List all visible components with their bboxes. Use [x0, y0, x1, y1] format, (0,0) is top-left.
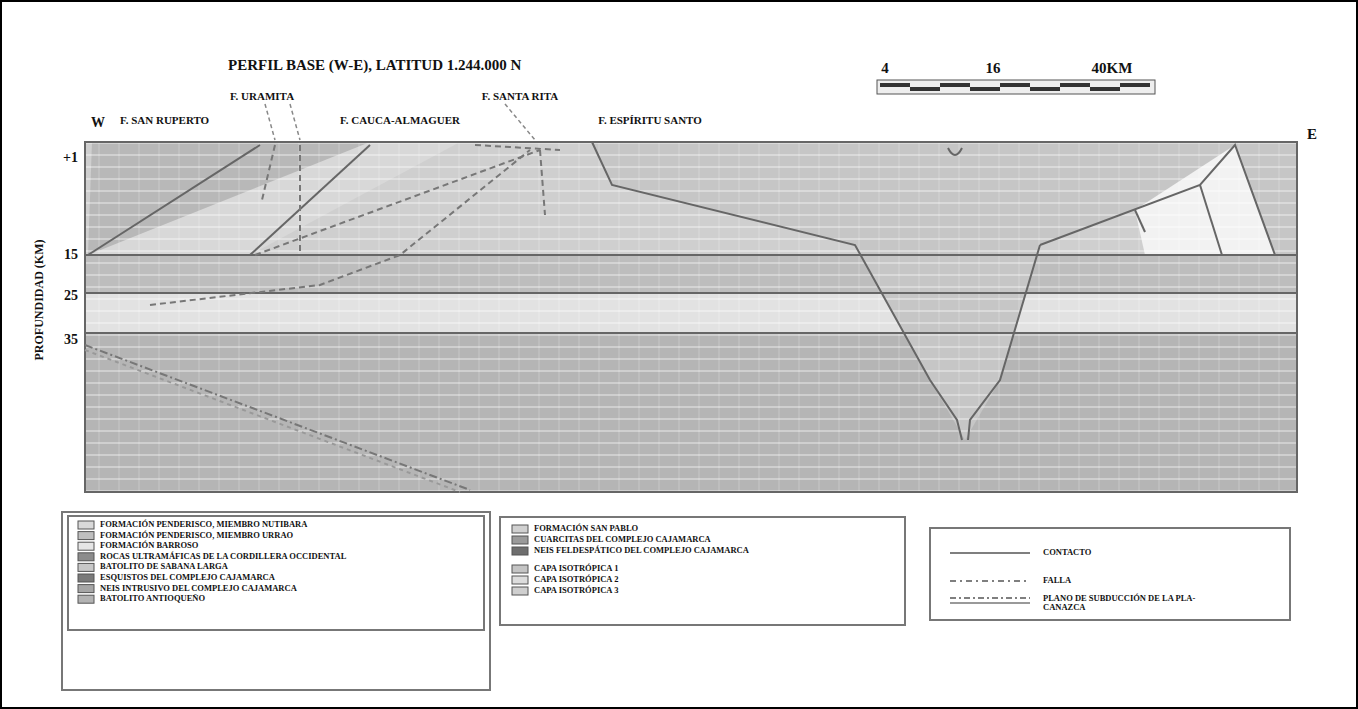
- fault-label: F. SANTA RITA: [482, 90, 559, 102]
- legend-swatch: [78, 595, 94, 603]
- legend-swatch: [78, 521, 94, 529]
- legend-swatch: [512, 587, 528, 595]
- scale-bar: [877, 80, 1155, 94]
- fault-label: F. URAMITA: [230, 90, 294, 102]
- fault-label: F. CAUCA-ALMAGUER: [340, 114, 460, 126]
- legend-swatch: [512, 547, 528, 555]
- subduction-plane: [85, 345, 470, 492]
- legend-text: ROCAS ULTRAMÁFICAS DE LA CORDILLERA OCCI…: [100, 552, 346, 561]
- legend-text: NEIS FELDESPÁTICO DEL COMPLEJO CAJAMARCA: [534, 546, 749, 555]
- axis-title: PROFUNDIDAD (KM): [33, 240, 46, 361]
- legend-swatch: [78, 585, 94, 593]
- depth-tick: +1: [63, 150, 78, 165]
- legend-swatch: [78, 532, 94, 540]
- section-bands: [85, 142, 1297, 492]
- legend-swatch: [512, 525, 528, 533]
- legend-swatch: [78, 563, 94, 571]
- direction-label: E: [1307, 126, 1317, 143]
- scale-number: 40KM: [1092, 60, 1133, 77]
- legend-text: CAPA ISOTRÓPICA 2: [534, 575, 618, 584]
- fault-label: F. ESPÍRITU SANTO: [598, 114, 702, 126]
- legend-text: BATOLITO ANTIOQUEÑO: [100, 594, 205, 603]
- faults: [150, 145, 560, 305]
- legend-text: CONTACTO: [1043, 548, 1091, 557]
- contacts: [85, 142, 1297, 440]
- scale-number: 4: [881, 60, 889, 77]
- legend-swatch: [512, 565, 528, 573]
- legend-text: CAPA ISOTRÓPICA 1: [534, 564, 618, 573]
- legend-text: FORMACIÓN PENDERISCO, MIEMBRO NUTIBARA: [100, 520, 307, 529]
- legend-text: FORMACIÓN BARROSO: [100, 541, 198, 550]
- legend-swatch: [78, 574, 94, 582]
- legend-text: NEIS INTRUSIVO DEL COMPLEJO CAJAMARCA: [100, 584, 297, 593]
- legend-swatch: [78, 542, 94, 550]
- legend-swatch: [512, 536, 528, 544]
- legend-frames: [62, 512, 1290, 690]
- title: PERFIL BASE (W-E), LATITUD 1.244.000 N: [228, 57, 521, 74]
- fault-label: F. SAN RUPERTO: [120, 114, 209, 126]
- legend-text: FORMACIÓN SAN PABLO: [534, 524, 638, 533]
- scale-number: 16: [986, 60, 1001, 77]
- legend-text: BATOLITO DE SABANA LARGA: [100, 562, 228, 571]
- legend-line-samples: [950, 553, 1030, 603]
- legend-text: FORMACIÓN PENDERISCO, MIEMBRO URRAO: [100, 531, 293, 540]
- legend-swatch: [78, 553, 94, 561]
- depth-tick: 35: [64, 332, 78, 347]
- direction-label: W: [91, 115, 105, 130]
- depth-tick: 15: [64, 247, 78, 262]
- legend-text: ESQUISTOS DEL COMPLEJO CAJAMARCA: [100, 573, 275, 582]
- legend-text: FALLA: [1043, 576, 1071, 585]
- legend-swatch: [512, 576, 528, 584]
- depth-tick: 25: [64, 288, 78, 303]
- legend-text: CAPA ISOTRÓPICA 3: [534, 586, 618, 595]
- legend-text: PLANO DE SUBDUCCIÓN DE LA PLA- CANAZCA: [1043, 594, 1233, 613]
- legend-text: CUARCITAS DEL COMPLEJO CAJAMARCA: [534, 535, 711, 544]
- leader-lines: [265, 104, 535, 140]
